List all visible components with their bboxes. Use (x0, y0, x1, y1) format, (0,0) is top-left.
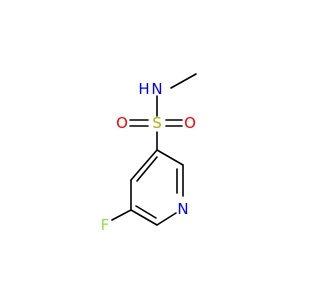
atom-oxygen-left: O (116, 114, 128, 132)
bond-ring-c3-c2 (156, 149, 184, 166)
bond-ring-c4-c3 (130, 149, 158, 181)
bond-ring-c4-c3-inner (136, 156, 158, 182)
atom-oxygen-right: O (184, 114, 196, 132)
atom-h-amine: H (138, 80, 149, 98)
bond-methyl-n (170, 73, 197, 89)
molecule-structure: N H S O O N F (101, 73, 197, 234)
atom-labels: N H S O O N F (101, 80, 196, 234)
bond-ring-c6-c5 (130, 209, 158, 226)
atom-n-pyridine: N (177, 200, 188, 218)
bond-ring-n1-c6 (156, 212, 177, 226)
bond-c-f (111, 209, 132, 221)
atom-n-amine: N (151, 80, 162, 98)
atom-sulfur: S (152, 114, 162, 132)
bonds (111, 73, 197, 226)
atom-fluorine: F (101, 216, 110, 234)
bond-ring-c6-c5-inner (135, 205, 157, 219)
